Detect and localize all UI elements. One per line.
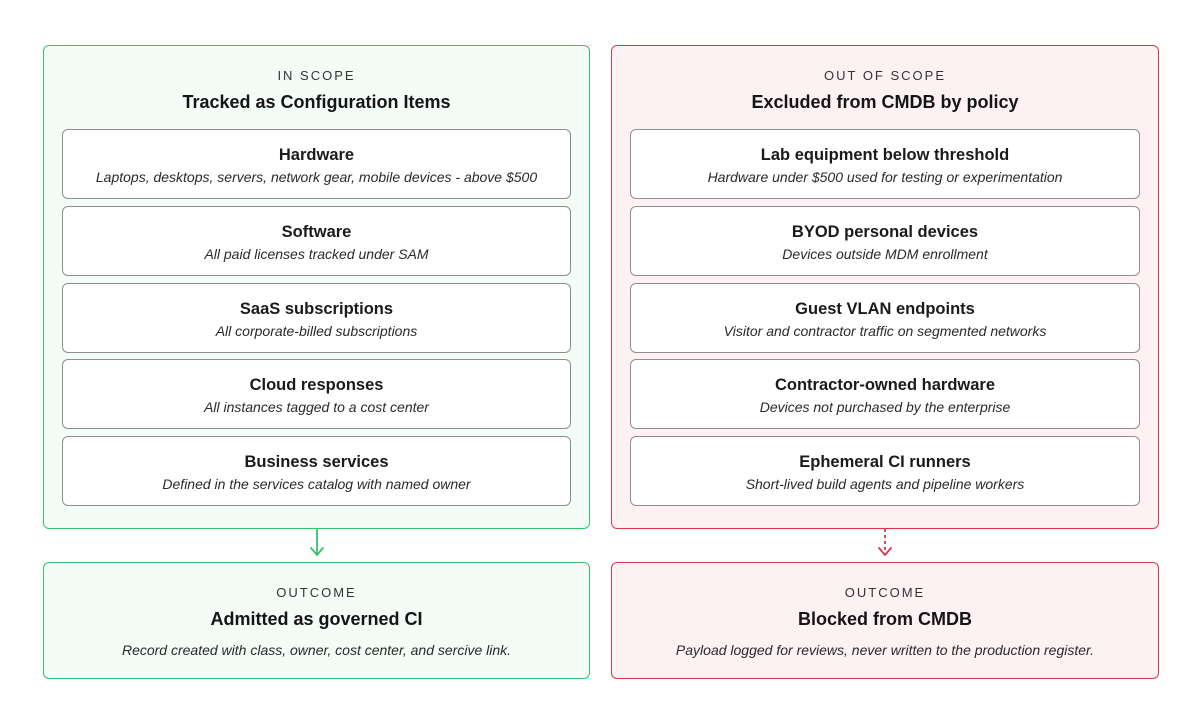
item-description: Defined in the services catalog with nam…	[162, 476, 471, 493]
out-scope-item-lab-equipment: Lab equipment below threshold Hardware u…	[630, 129, 1140, 199]
outcome-admitted-panel: OUTCOME Admitted as governed CI Record c…	[43, 562, 590, 679]
item-description: All instances tagged to a cost center	[204, 399, 429, 416]
out-scope-heading: Excluded from CMDB by policy	[751, 92, 1019, 112]
item-title: Lab equipment below threshold	[760, 146, 1010, 164]
out-scope-panel: OUT OF SCOPE Excluded from CMDB by polic…	[611, 45, 1159, 529]
out-scope-eyebrow: OUT OF SCOPE	[824, 68, 946, 83]
item-description: Devices not purchased by the enterprise	[759, 399, 1011, 416]
in-scope-eyebrow: IN SCOPE	[277, 68, 356, 83]
item-title: Ephemeral CI runners	[799, 453, 971, 472]
outcome-admitted-eyebrow: OUTCOME	[276, 585, 357, 600]
item-title: SaaS subscriptions	[239, 299, 394, 318]
item-title: BYOD personal devices	[791, 222, 979, 241]
out-scope-item-guest-vlan: Guest VLAN endpoints Visitor and contrac…	[630, 282, 1140, 353]
in-scope-item-cloud: Cloud responses All instances tagged to …	[62, 359, 571, 430]
item-title: Software	[281, 222, 352, 241]
outcome-blocked-eyebrow: OUTCOME	[844, 585, 926, 600]
item-title: Hardware	[278, 146, 355, 164]
item-title: Contractor-owned hardware	[774, 376, 996, 395]
in-scope-item-business-services: Business services Defined in the service…	[62, 436, 571, 507]
outcome-blocked-heading: Blocked from CMDB	[797, 609, 972, 629]
item-description: All paid licenses tracked under SAM	[204, 245, 429, 262]
item-title: Guest VLAN endpoints	[795, 299, 975, 318]
outcome-blocked-description: Payload logged for reviews, never writte…	[675, 642, 1095, 658]
item-title: Business services	[244, 453, 389, 472]
item-description: Visitor and contractor traffic on segmen…	[723, 322, 1047, 339]
item-description: All corporate-billed subscriptions	[215, 322, 418, 339]
item-description: Devices outside MDM enrollment	[782, 245, 988, 262]
in-scope-list: Hardware Laptops, desktops, servers, net…	[62, 129, 571, 513]
arrow-down-icon	[310, 529, 324, 556]
in-scope-item-hardware: Hardware Laptops, desktops, servers, net…	[62, 129, 571, 199]
outcome-blocked-panel: OUTCOME Blocked from CMDB Payload logged…	[611, 562, 1159, 679]
item-description: Laptops, desktops, servers, network gear…	[95, 169, 538, 185]
out-scope-item-contractor-hardware: Contractor-owned hardware Devices not pu…	[630, 359, 1140, 430]
out-scope-item-byod: BYOD personal devices Devices outside MD…	[630, 205, 1140, 276]
item-title: Cloud responses	[249, 376, 384, 395]
item-description: Hardware under $500 used for testing or …	[707, 169, 1063, 185]
out-scope-list: Lab equipment below threshold Hardware u…	[630, 129, 1140, 513]
in-scope-heading: Tracked as Configuration Items	[182, 92, 451, 112]
in-scope-item-software: Software All paid licenses tracked under…	[62, 205, 571, 276]
dashed-arrow-down-icon	[878, 529, 892, 556]
out-scope-item-ci-runners: Ephemeral CI runners Short-lived build a…	[630, 436, 1140, 507]
item-description: Short-lived build agents and pipeline wo…	[745, 476, 1025, 493]
outcome-admitted-description: Record created with class, owner, cost c…	[121, 642, 512, 658]
outcome-admitted-heading: Admitted as governed CI	[210, 609, 423, 629]
in-scope-item-saas: SaaS subscriptions All corporate-billed …	[62, 282, 571, 353]
in-scope-panel: IN SCOPE Tracked as Configuration Items …	[43, 45, 590, 529]
